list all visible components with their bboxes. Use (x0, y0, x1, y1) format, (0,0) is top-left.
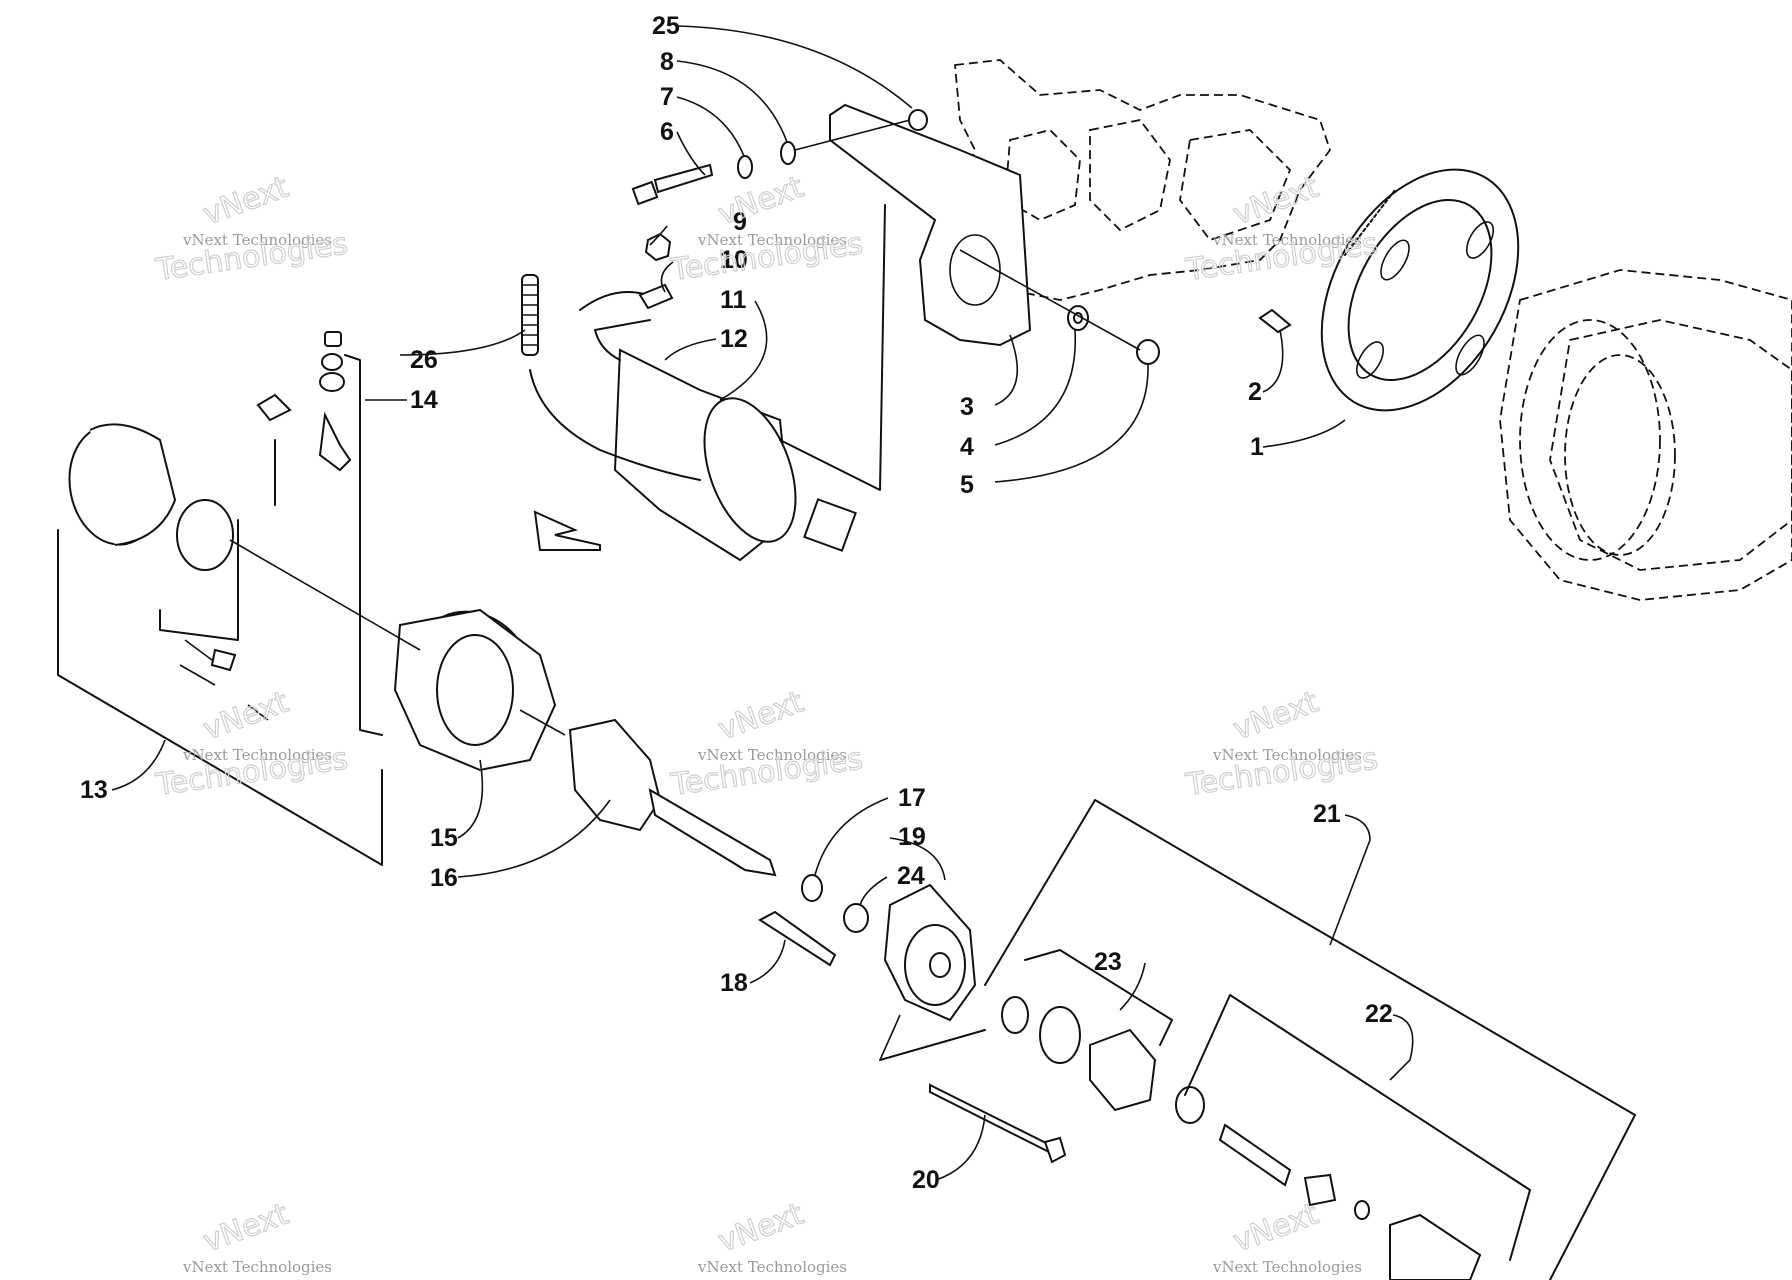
svg-text:vNext: vNext (199, 685, 294, 748)
callout-17: 17 (898, 784, 926, 812)
svg-text:vNext Technologies: vNext Technologies (182, 746, 332, 764)
callout-18: 18 (720, 969, 748, 997)
svg-text:vNext Technologies: vNext Technologies (697, 1258, 847, 1276)
svg-text:vNext Technologies: vNext Technologies (182, 231, 332, 249)
svg-text:vNext: vNext (714, 170, 809, 233)
callout-4: 4 (960, 433, 974, 461)
watermark: vNext vNext Technologies Technologies (153, 684, 351, 804)
watermark: vNext vNext Technologies (1212, 1196, 1362, 1276)
callout-19: 19 (898, 823, 926, 851)
svg-text:vNext Technologies: vNext Technologies (182, 1258, 332, 1276)
watermark: vNext vNext Technologies Technologies (153, 169, 351, 289)
engine-outline (954, 59, 1792, 601)
watermark: vNext vNext Technologies (697, 1196, 847, 1276)
callout-2: 2 (1248, 378, 1262, 406)
ring-gear (1320, 168, 1520, 412)
callout-6: 6 (660, 118, 674, 146)
svg-text:vNext Technologies: vNext Technologies (697, 231, 847, 249)
svg-text:vNext: vNext (1229, 685, 1324, 748)
callout-15: 15 (430, 824, 458, 852)
drive-end-exploded (758, 799, 1636, 1280)
watermark: vNext vNext Technologies (182, 1196, 332, 1276)
callout-21: 21 (1313, 800, 1341, 828)
callout-3: 3 (960, 393, 974, 421)
callout-11: 11 (720, 286, 747, 314)
callout-20: 20 (912, 1166, 940, 1194)
svg-text:vNext: vNext (714, 685, 809, 748)
callout-8: 8 (660, 48, 674, 76)
callout-26: 26 (410, 346, 438, 374)
callout-1: 1 (1250, 433, 1264, 461)
mounting-hardware (631, 109, 1292, 365)
callout-7: 7 (660, 83, 674, 111)
svg-text:vNext: vNext (1229, 170, 1324, 233)
callout-leaders (111, 25, 1414, 1181)
watermark: vNext vNext Technologies Technologies (668, 684, 866, 804)
callout-12: 12 (720, 325, 748, 353)
svg-text:vNext: vNext (199, 1197, 294, 1260)
svg-text:vNext: vNext (199, 170, 294, 233)
callout-9: 9 (733, 208, 747, 236)
callout-25: 25 (652, 12, 680, 40)
callout-13: 13 (80, 776, 108, 804)
svg-text:vNext: vNext (714, 1197, 809, 1260)
callout-10: 10 (720, 246, 748, 274)
callout-labels: 1 2 3 4 5 6 7 8 9 10 11 12 13 14 15 16 1… (80, 12, 1393, 1194)
watermark: vNext vNext Technologies Technologies (1183, 684, 1381, 804)
callout-22: 22 (1365, 1000, 1393, 1028)
starter-assembly-upper (529, 103, 1032, 562)
svg-text:vNext Technologies: vNext Technologies (697, 746, 847, 764)
callout-23: 23 (1094, 948, 1122, 976)
callout-24: 24 (897, 862, 925, 890)
svg-text:vNext Technologies: vNext Technologies (1212, 746, 1362, 764)
svg-text:vNext: vNext (1229, 1197, 1324, 1260)
svg-text:vNext Technologies: vNext Technologies (1212, 231, 1362, 249)
watermark: vNext vNext Technologies Technologies (668, 169, 866, 289)
callout-16: 16 (430, 864, 458, 892)
callout-14: 14 (410, 386, 438, 414)
callout-5: 5 (960, 471, 974, 499)
starter-motor-exploded (57, 331, 777, 877)
svg-text:vNext Technologies: vNext Technologies (1212, 1258, 1362, 1276)
